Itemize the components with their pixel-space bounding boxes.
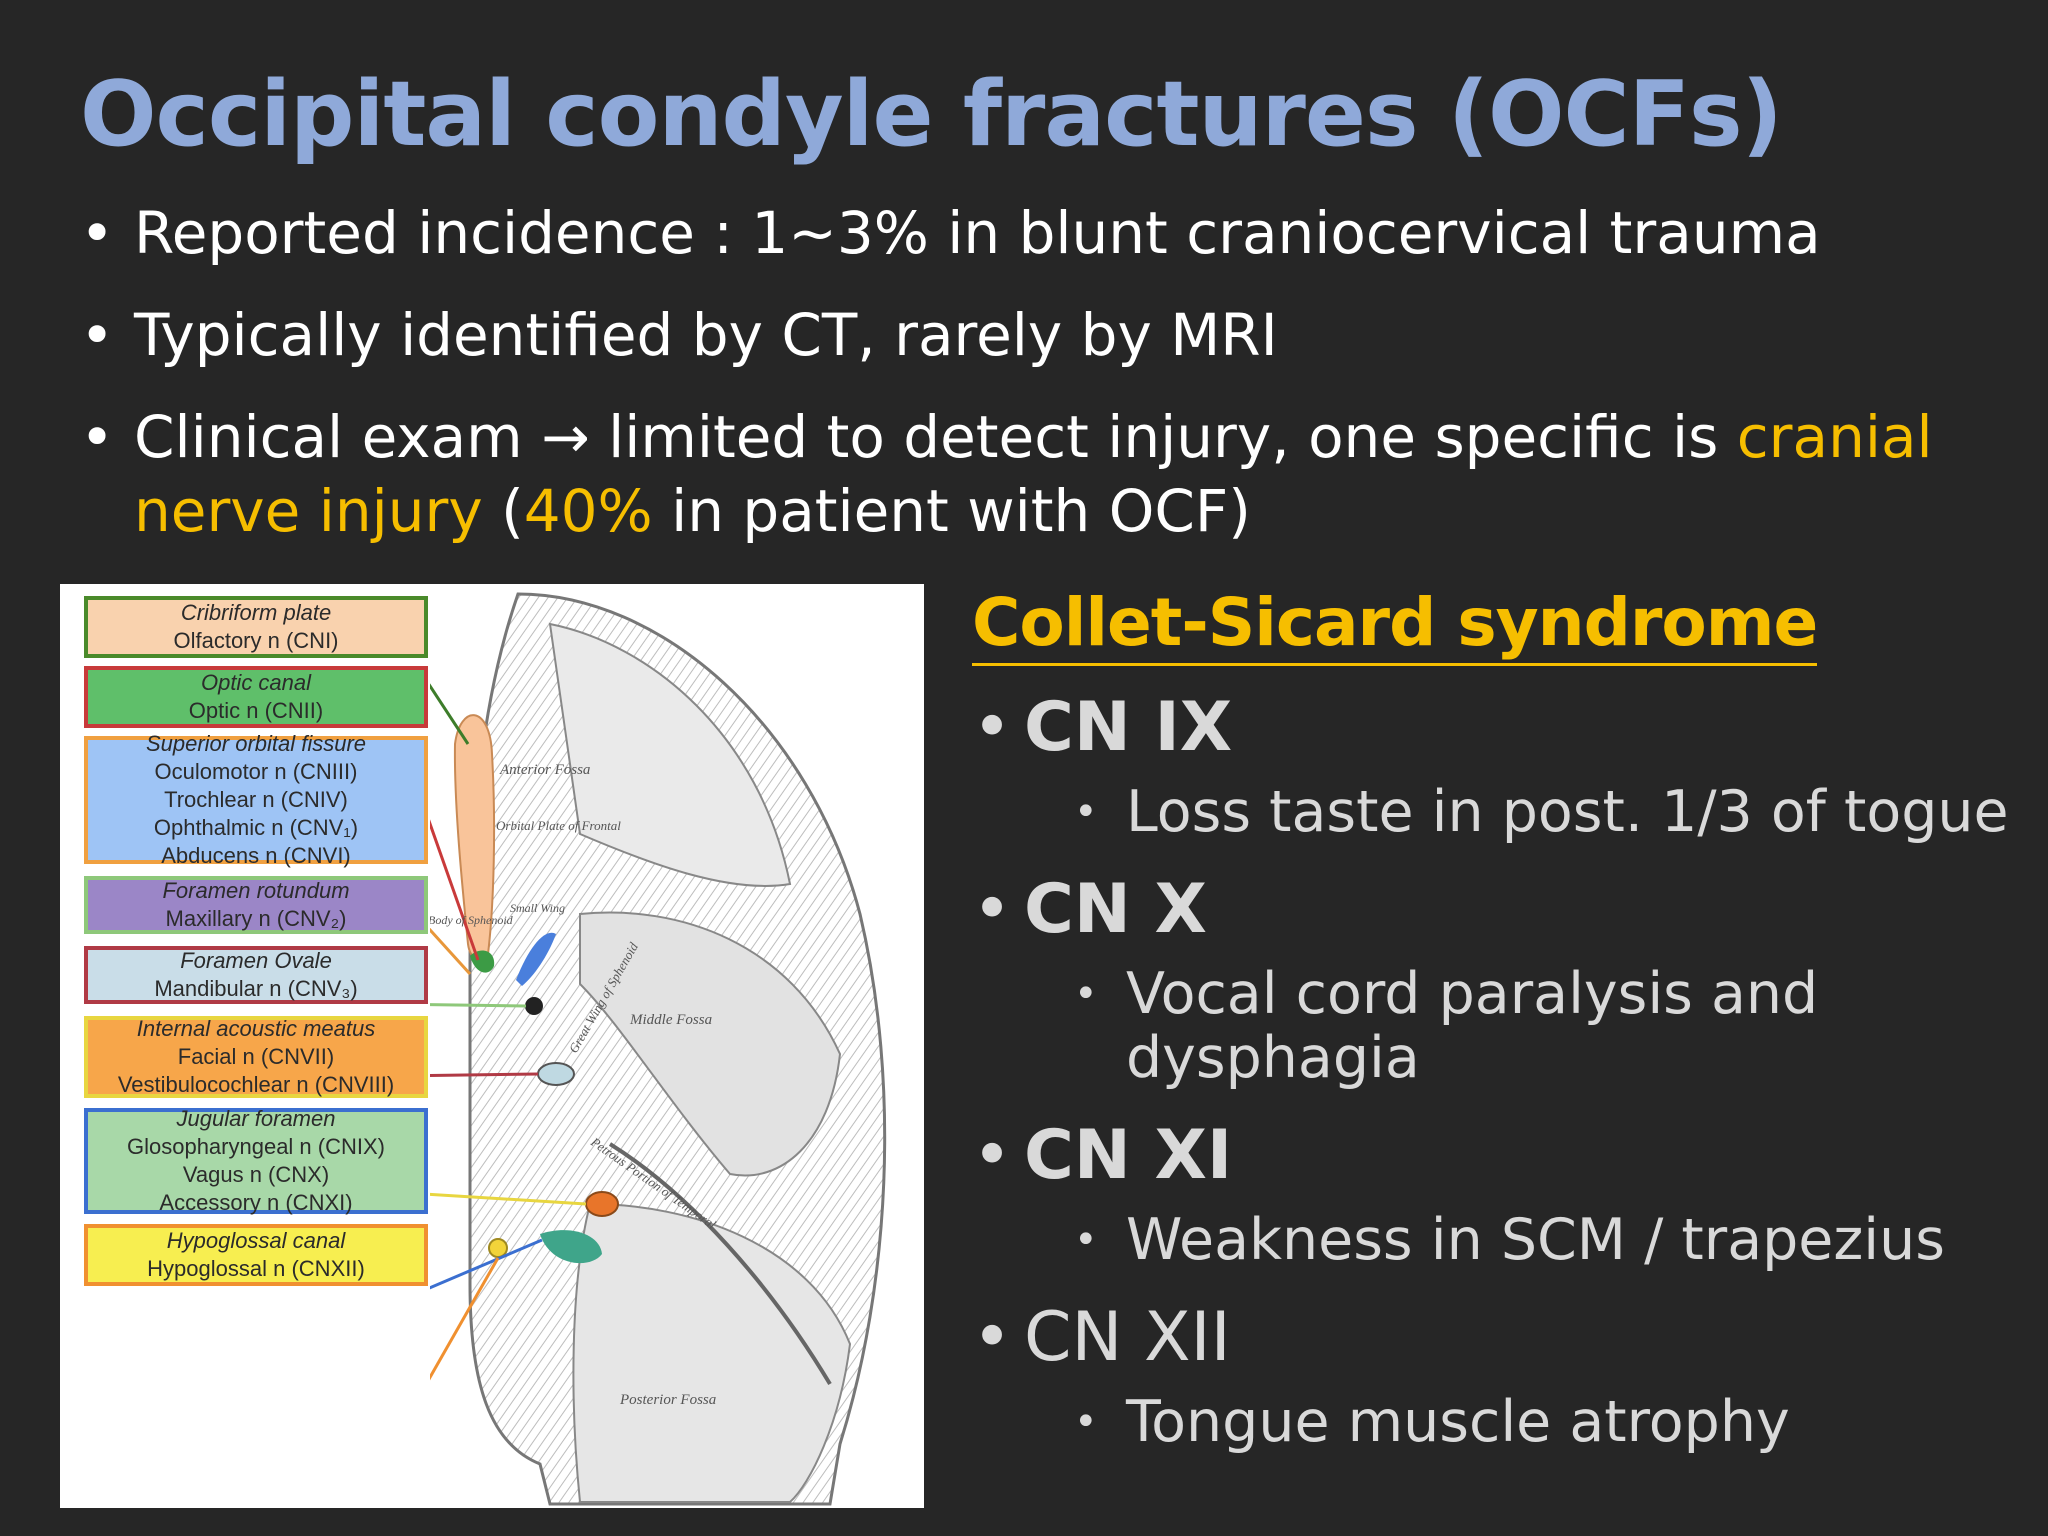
skull-label-anterior-fossa: Anterior Fossa <box>499 762 590 778</box>
bullet-dot: • <box>972 688 1013 767</box>
nerve-deficit-text: dysphagia <box>1126 1025 1420 1091</box>
bullet-dot: • <box>80 403 115 471</box>
syndrome-panel: Collet-Sicard syndrome •CN IX•Loss taste… <box>972 584 2032 1454</box>
hypoglossal-canal-marker <box>488 1238 508 1258</box>
sub-bullet-dot: • <box>1074 789 1098 835</box>
sub-bullet-dot: • <box>1074 1399 1098 1445</box>
cranial-nerve-label: CN XI <box>1024 1116 1233 1195</box>
cranial-nerve-item: •CN IX <box>972 688 2032 768</box>
nerve-name: Vagus n (CNX) <box>182 1162 330 1187</box>
foramen-name: Foramen rotundum <box>162 878 350 903</box>
sub-bullet-dot: • <box>1074 971 1098 1017</box>
nerve-deficit: • Weakness in SCM / trapezius <box>972 1208 2032 1272</box>
skull-base-diagram: Anterior Fossa Orbital Plate of Frontal … <box>430 592 887 1506</box>
nerve-name: Optic n (CNII) <box>188 698 324 723</box>
foramen-name: Hypoglossal canal <box>166 1228 346 1253</box>
slide-title: Occipital condyle fractures (OCFs) <box>80 62 1783 167</box>
cranial-nerve-list: •CN IX•Loss taste in post. 1/3 of togue•… <box>972 688 2032 1454</box>
foramen-ovale-marker <box>537 1062 575 1086</box>
bullet-dot: • <box>972 1298 1013 1377</box>
bullet-text-mid: limited to detect injury, one specific i… <box>589 403 1737 471</box>
bullet-incidence: • Reported incidence : 1~3% in blunt cra… <box>80 196 1980 270</box>
middle-fossa-region <box>579 911 842 1177</box>
cribriform-plate-marker <box>453 714 496 961</box>
nerve-name: Olfactory n (CNI) <box>173 628 339 653</box>
sub-bullet-dot: • <box>1074 1217 1098 1263</box>
foramen-name: Internal acoustic meatus <box>136 1016 376 1041</box>
nerve-name: Facial n (CNVII) <box>177 1044 335 1069</box>
nerve-deficit-text: Vocal cord paralysis and <box>1126 961 1819 1027</box>
nerve-name: Glosopharyngeal n (CNIX) <box>126 1134 385 1159</box>
foramen-rotundum-marker <box>525 997 543 1015</box>
jugular-foramen-marker <box>540 1230 602 1264</box>
internal-acoustic-meatus-marker <box>585 1191 619 1217</box>
nerve-deficit-text: Tongue muscle atrophy <box>1126 1389 1790 1455</box>
bullet-dot: • <box>80 199 115 267</box>
superior-orbital-fissure-marker <box>516 932 556 986</box>
foramen-name: Foramen Ovale <box>180 948 332 973</box>
foramen-name: Superior orbital fissure <box>145 731 367 756</box>
bullet-clinical-exam: • Clinical exam → limited to detect inju… <box>80 400 1980 548</box>
skull-label-small-wing: Small Wing <box>510 901 565 915</box>
cranial-nerve-label: CN X <box>1024 870 1207 949</box>
bullet-dot: • <box>972 870 1013 949</box>
cranial-nerve-item: •CN X <box>972 870 2032 950</box>
bullet-text-post: in patient with OCF) <box>652 477 1251 545</box>
foramen-name: Cribriform plate <box>180 600 332 625</box>
bullet-dot: • <box>972 1116 1013 1195</box>
arrow-icon: → <box>541 403 590 471</box>
intro-bullets: • Reported incidence : 1~3% in blunt cra… <box>80 196 1980 576</box>
nerve-name: Ophthalmic n (CNV₁) <box>153 815 359 840</box>
foramen-name: Optic canal <box>200 670 312 695</box>
nerve-name: Vestibulocochlear n (CNVIII) <box>117 1072 395 1097</box>
nerve-deficit-text: Loss taste in post. 1/3 of togue <box>1126 779 2009 845</box>
foramen-name: Jugular foramen <box>176 1106 336 1131</box>
syndrome-heading: Collet-Sicard syndrome <box>972 584 1818 666</box>
posterior-fossa-region <box>572 1202 852 1503</box>
cranial-nerve-item: •CN XII <box>972 1298 2032 1378</box>
skull-label-middle-fossa: Middle Fossa <box>629 1012 712 1028</box>
nerve-name: Accessory n (CNXI) <box>159 1190 353 1215</box>
skull-label-orbital-plate: Orbital Plate of Frontal <box>496 818 621 833</box>
nerve-deficit: • Tongue muscle atrophy <box>972 1390 2032 1454</box>
petrous-ridge <box>608 1142 832 1386</box>
bullet-text-pre: Clinical exam <box>134 403 542 471</box>
nerve-name: Hypoglossal n (CNXII) <box>147 1256 365 1281</box>
nerve-name: Oculomotor n (CNIII) <box>154 759 358 784</box>
bullet-imaging: • Typically identified by CT, rarely by … <box>80 298 1980 372</box>
nerve-name: Mandibular n (CNV₃) <box>154 976 358 1001</box>
nerve-deficit: • Loss taste in post. 1/3 of togue <box>972 780 2032 844</box>
anterior-fossa-region <box>548 622 792 887</box>
nerve-deficit-text: Weakness in SCM / trapezius <box>1126 1207 1945 1273</box>
cranial-nerve-label: CN XII <box>1024 1298 1231 1377</box>
bullet-dot: • <box>80 301 115 369</box>
nerve-name: Maxillary n (CNV₂) <box>165 906 347 931</box>
highlight-cranial-nerve-injury: cranial nerve injury <box>134 403 1933 545</box>
bullet-text-paren: ( <box>482 477 524 545</box>
nerve-name: Trochlear n (CNIV) <box>164 787 348 812</box>
skull-label-body-of-sphenoid: Body of Sphenoid <box>430 913 514 927</box>
bullet-text: Reported incidence : 1~3% in blunt crani… <box>134 199 1821 267</box>
cranial-nerve-item: •CN XI <box>972 1116 2032 1196</box>
cranial-nerve-label: CN IX <box>1024 688 1233 767</box>
bullet-text: Typically identified by CT, rarely by MR… <box>134 301 1278 369</box>
skull-label-posterior-fossa: Posterior Fossa <box>619 1392 716 1408</box>
nerve-name: Abducens n (CNVI) <box>161 843 351 868</box>
highlight-percentage: 40% <box>523 477 653 545</box>
